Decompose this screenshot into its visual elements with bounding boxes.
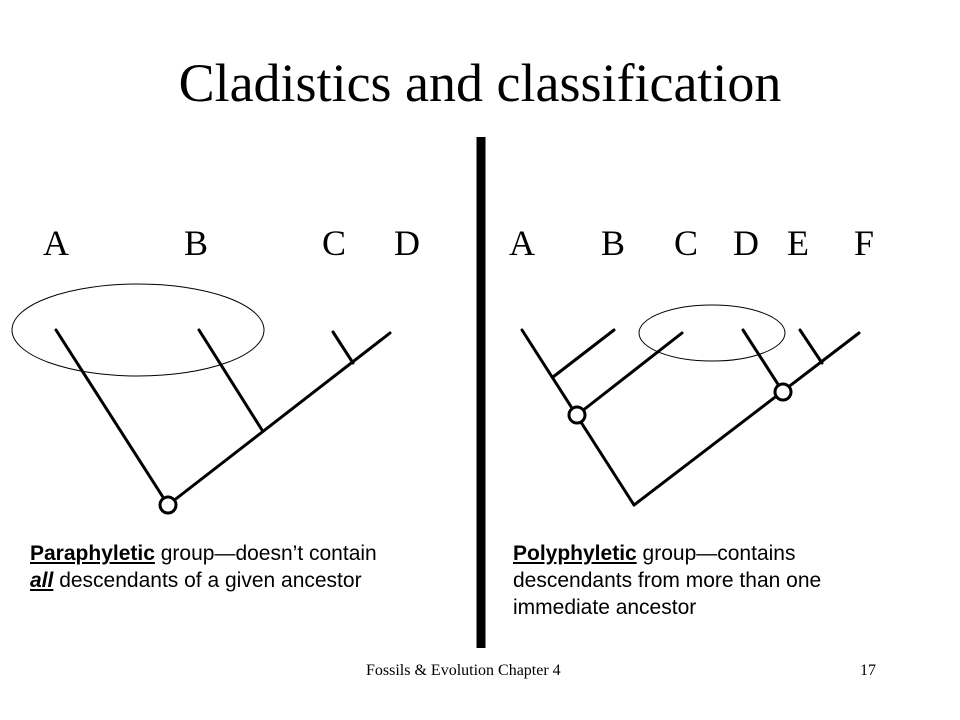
taxon-label-right-a: A (509, 223, 535, 263)
taxon-label-right-d: D (733, 223, 759, 263)
branch-d-right (741, 328, 785, 394)
paraphyletic-term: Paraphyletic (30, 542, 155, 565)
taxon-label-right-f: F (853, 223, 875, 263)
slide-title: Cladistics and classification (178, 53, 782, 113)
taxon-label-right-c: C (673, 223, 699, 263)
polyphyletic-caption: Polyphyletic group—contains descendants … (513, 540, 953, 621)
branch-main-left (166, 331, 392, 507)
footer-text: Fossils & Evolution Chapter 4 (366, 662, 561, 679)
polyphyletic-term: Polyphyletic (513, 542, 637, 565)
polyphyletic-caption-line-3: immediate ancestor (513, 596, 697, 619)
paraphyletic-caption-line-2-rest: descendants of a given ancestor (53, 569, 362, 592)
polyphyletic-caption-line-1-rest: group—contains (636, 542, 796, 565)
branch-ab (551, 328, 616, 379)
taxon-label-left-a: A (43, 223, 69, 263)
paraphyletic-cladogram (54, 328, 392, 507)
paraphyletic-caption-line-1: Paraphyletic group—doesn’t contain (30, 540, 475, 567)
branch-a (54, 328, 170, 507)
paraphyletic-caption-line-1-rest: group—doesn’t contain (154, 542, 377, 565)
polyphyletic-caption-line-2: descendants from more than one (513, 569, 822, 592)
page-number: 17 (860, 662, 876, 679)
taxon-label-left-b: B (183, 223, 209, 263)
branch-c (331, 330, 355, 365)
paraphyletic-emphasis: all (30, 569, 54, 592)
polyphyletic-caption-line-1: Polyphyletic group—contains (513, 540, 953, 567)
branch-b (197, 328, 264, 432)
taxon-label-left-d: D (394, 223, 420, 263)
branch-c-right (575, 331, 684, 417)
ancestor-node-2 (773, 382, 793, 402)
paraphyletic-caption-line-2: all descendants of a given ancestor (30, 567, 475, 594)
polyphyletic-group-ellipse (638, 304, 786, 362)
paraphyletic-group-ellipse (11, 283, 265, 377)
paraphyletic-caption: Paraphyletic group—doesn’t contain all d… (30, 540, 475, 594)
branch-e-right (798, 328, 824, 365)
branch-root-right (632, 331, 861, 507)
taxon-label-right-e: E (787, 223, 809, 263)
taxon-label-left-c: C (321, 223, 347, 263)
taxon-label-right-b: B (600, 223, 626, 263)
ancestor-node-1 (567, 405, 587, 425)
common-ancestor-node (158, 495, 178, 515)
